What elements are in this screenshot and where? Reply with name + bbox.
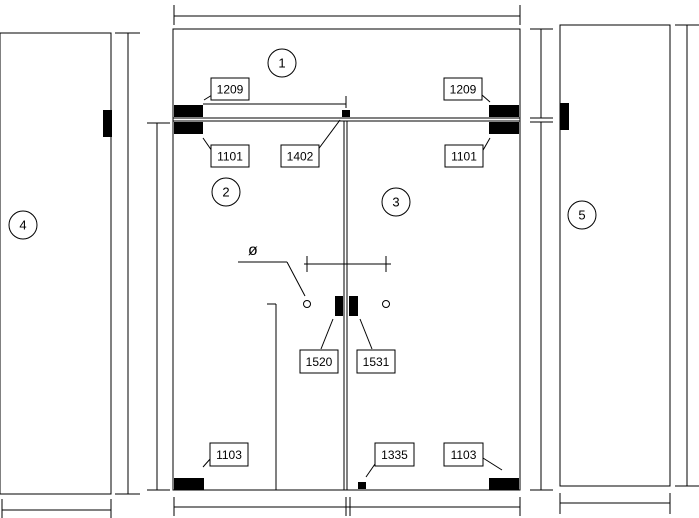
svg-text:1335: 1335 — [381, 448, 408, 462]
part-label-1101-left: 1101 — [210, 144, 250, 168]
svg-text:1: 1 — [278, 56, 285, 71]
panel-number-4: 4 — [8, 210, 38, 240]
svg-text:1402: 1402 — [287, 150, 314, 164]
svg-text:1103: 1103 — [216, 448, 242, 462]
left-door-bottom-hinge — [174, 478, 204, 490]
side-panel-4 — [0, 32, 140, 495]
main-frame — [172, 28, 521, 491]
hardware-blocks — [174, 105, 519, 490]
svg-text:1103: 1103 — [451, 448, 477, 462]
panel-number-2: 2 — [211, 177, 241, 207]
panel-number-3: 3 — [381, 187, 411, 217]
right-handle-hole — [382, 300, 390, 308]
panel-number-1: 1 — [267, 48, 297, 78]
panel-number-5: 5 — [567, 200, 597, 230]
panel-5-handle — [560, 103, 569, 130]
svg-text:3: 3 — [392, 195, 399, 210]
svg-text:2: 2 — [222, 185, 229, 200]
panel-4-handle — [103, 110, 112, 137]
part-label-1103-left: 1103 — [209, 442, 249, 467]
top-dimension-line — [173, 5, 521, 25]
side-panel-5 — [559, 24, 699, 487]
svg-text:4: 4 — [19, 218, 26, 233]
top-right-patch-fitting — [489, 105, 519, 117]
part-label-1402: 1402 — [280, 144, 320, 168]
part-label-1209-right: 1209 — [443, 77, 483, 101]
height-dimensions-right — [530, 28, 553, 491]
handle-dimension-lines — [238, 256, 391, 490]
panel-5-width-dimension — [559, 493, 671, 514]
part-label-1209-left: 1209 — [210, 77, 250, 101]
leader-lines — [202, 94, 503, 478]
part-label-1103-right: 1103 — [443, 442, 484, 467]
left-door-lock — [335, 296, 343, 316]
top-left-patch-fitting — [174, 105, 203, 117]
diameter-symbol: ø — [248, 242, 258, 259]
left-handle-hole — [303, 300, 311, 308]
transom-width-dimension — [203, 96, 347, 108]
left-door-top-hinge — [174, 122, 203, 134]
right-door-bottom-hinge — [489, 478, 519, 490]
svg-text:1101: 1101 — [217, 150, 243, 164]
right-door-lock — [349, 296, 358, 316]
svg-text:5: 5 — [578, 208, 585, 223]
part-label-1101-right: 1101 — [444, 144, 484, 168]
part-label-1335: 1335 — [374, 442, 415, 467]
bottom-door-dimensions — [173, 497, 521, 516]
svg-text:1531: 1531 — [363, 355, 390, 369]
part-label-1531: 1531 — [356, 349, 396, 374]
panel-4-width-dimension — [1, 499, 112, 518]
door-height-dimension-left — [147, 122, 170, 491]
right-door-top-hinge — [489, 122, 519, 134]
svg-text:1101: 1101 — [451, 150, 477, 164]
svg-text:1209: 1209 — [450, 83, 477, 97]
floor-bolt — [358, 482, 366, 489]
svg-text:1209: 1209 — [217, 83, 244, 97]
svg-text:1520: 1520 — [306, 355, 333, 369]
transom-lock — [342, 110, 350, 117]
part-label-1520: 1520 — [299, 349, 339, 374]
